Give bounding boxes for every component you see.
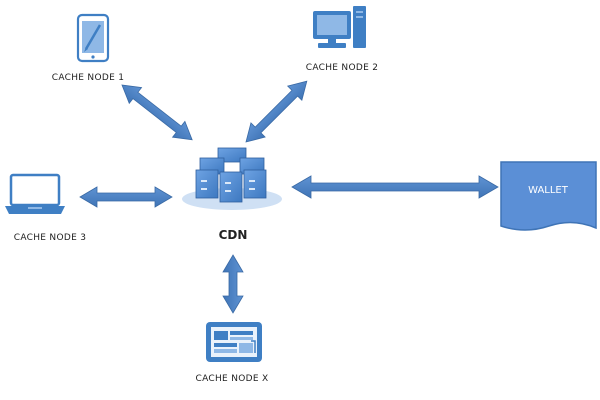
tablet-icon [76, 13, 110, 63]
cache-node-x: CACHE NODE X [196, 322, 269, 384]
arrow-cdn-cache-node-x [222, 254, 244, 314]
smart-tv-icon [206, 322, 262, 362]
wallet-node: WALLET [500, 161, 597, 231]
cache-node-2-label: CACHE NODE 2 [306, 63, 379, 73]
cache-node-3-label: CACHE NODE 3 [14, 233, 87, 243]
cdn-label: CDN [219, 228, 248, 242]
desktop-computer-icon [313, 6, 366, 48]
arrow-cache-node-3-cdn [79, 186, 173, 208]
wallet-shape [500, 161, 597, 231]
cdn-hub: CDN [182, 147, 282, 242]
cache-node-3: CACHE NODE 3 [5, 173, 87, 243]
laptop-icon [5, 173, 65, 214]
arrow-cache-node-1-cdn [121, 84, 193, 141]
arrow-cdn-wallet [291, 175, 499, 199]
server-cluster-icon [182, 147, 282, 210]
arrow-cache-node-2-cdn [245, 80, 308, 143]
cache-node-2: CACHE NODE 2 [306, 6, 379, 73]
cache-node-1-label: CACHE NODE 1 [52, 73, 125, 83]
cache-node-x-label: CACHE NODE X [196, 374, 269, 384]
wallet-label: WALLET [528, 185, 569, 196]
cache-node-1: CACHE NODE 1 [52, 13, 125, 83]
